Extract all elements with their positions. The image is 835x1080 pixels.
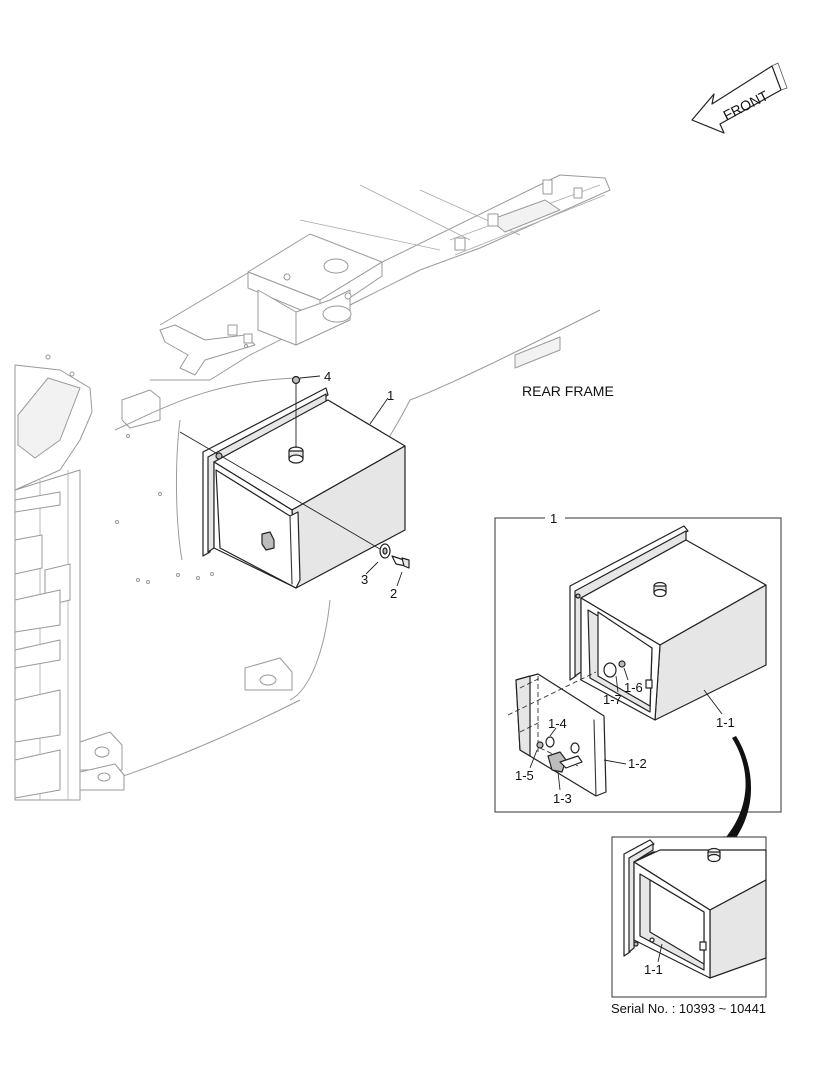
serial-callout-1-1: 1-1	[644, 962, 663, 977]
detail-view-panel: 1	[494, 511, 782, 813]
callout-1-4: 1-4	[548, 716, 567, 731]
serial-variant-panel: 1-1	[611, 836, 767, 998]
part-1-5-icon	[536, 741, 544, 749]
part-1-6-icon	[618, 660, 626, 668]
callout-1-1: 1-1	[716, 715, 735, 730]
callout-1: 1	[387, 388, 394, 403]
callout-1-6: 1-6	[624, 680, 643, 695]
callout-2: 2	[390, 586, 397, 601]
callout-1-7: 1-7	[603, 692, 622, 707]
callout-3: 3	[361, 572, 368, 587]
serial-number-label: Serial No. : 10393 ~ 10441	[611, 1001, 766, 1016]
machine-frame	[14, 174, 611, 801]
callout-4: 4	[324, 369, 331, 384]
part-1-7-icon	[603, 662, 617, 678]
front-arrow-icon: FRONT	[691, 62, 788, 134]
rear-frame-label: REAR FRAME	[522, 383, 614, 399]
detail-title-callout: 1	[550, 511, 557, 526]
part-4-screw-icon	[291, 375, 301, 385]
callout-1-2: 1-2	[628, 756, 647, 771]
tool-box-assembly	[202, 387, 406, 589]
callout-pointer-arrow	[718, 736, 752, 846]
callout-1-5: 1-5	[515, 768, 534, 783]
part-2-bolt-icon	[391, 555, 410, 569]
callout-1-3: 1-3	[553, 791, 572, 806]
part-1-4-icon	[545, 736, 555, 748]
